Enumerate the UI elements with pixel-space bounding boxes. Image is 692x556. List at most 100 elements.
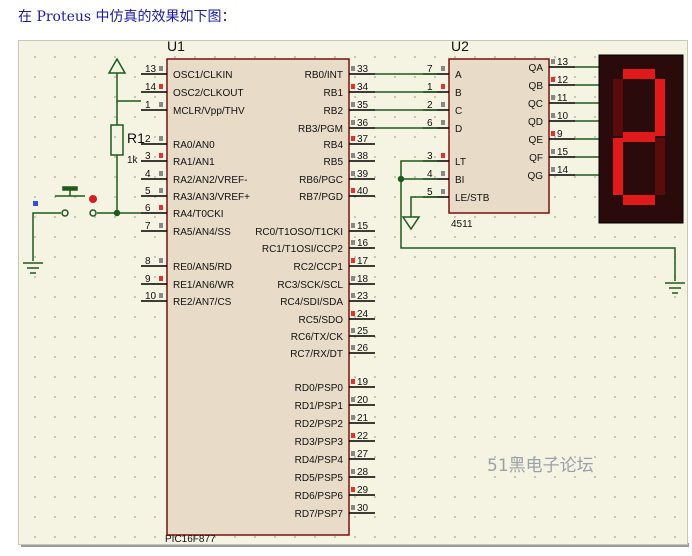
u1-pin-state: [351, 328, 355, 333]
u1-pin-state: [351, 311, 355, 316]
u1-pin-number: 35: [357, 100, 369, 111]
u1-pin-name: RE0/AN5/RD: [173, 262, 232, 273]
u2-pin-number: 6: [427, 118, 433, 129]
u1-pin-name: RC4/SDI/SDA: [280, 297, 343, 308]
u1-pin-name: RD5/PSP5: [295, 473, 344, 484]
u1-pin-state: [159, 276, 163, 281]
u2-pin-name: QA: [529, 63, 544, 74]
u1-pin-name: RD7/PSP7: [295, 509, 344, 520]
u1-pin-name: RA0/AN0: [173, 140, 215, 151]
segment-c: [655, 138, 665, 195]
u1-pin-state: [159, 84, 163, 89]
power-symbol: [107, 57, 127, 74]
u1-pin-number: 22: [357, 431, 369, 442]
segment-g: [623, 132, 655, 142]
u1-pin-number: 17: [357, 256, 369, 267]
u1-pin-state: [351, 469, 355, 474]
u2-pin-name: LE/STB: [455, 193, 490, 204]
u1-pin-state: [159, 102, 163, 107]
u2-pin-state: [441, 66, 445, 71]
u2-pin-number: 2: [427, 100, 433, 111]
u2-body[interactable]: [448, 58, 550, 214]
u2-pin-number: 1: [427, 82, 433, 93]
u2-pin-name: D: [455, 124, 462, 135]
u1-pin-name: RA4/T0CKI: [173, 209, 224, 220]
schematic-svg: U1 PIC16F877 U2 4511 13OSC1/CLKIN14OSC2/…: [19, 41, 685, 544]
u1-pin-name: OSC1/CLKIN: [173, 70, 232, 81]
u1-pin-number: 7: [145, 221, 151, 232]
u1-pin-state: [351, 415, 355, 420]
u1-pin-state: [351, 188, 355, 193]
u1-pin-number: 8: [145, 256, 151, 267]
u1-pin-state: [159, 171, 163, 176]
u1-pin-state: [351, 171, 355, 176]
u1-pin-name: RE2/AN7/CS: [173, 297, 232, 308]
u2-pin-number: 9: [557, 129, 563, 140]
u1-pin-number: 18: [357, 274, 369, 285]
u2-pin-state: [441, 84, 445, 89]
u1-pin-number: 30: [357, 503, 369, 514]
u2-part: 4511: [451, 219, 473, 230]
push-button-switch[interactable]: [55, 186, 97, 217]
u1-pin-name: RC1/T1OSI/CCP2: [262, 244, 344, 255]
u2-pin-state: [551, 113, 555, 118]
u1-pin-number: 23: [357, 291, 369, 302]
u1-pin-state: [159, 188, 163, 193]
u1-ref: U1: [167, 41, 185, 54]
u1-pin-number: 36: [357, 118, 369, 129]
u1-pin-number: 37: [357, 134, 369, 145]
u2-pin-state: [441, 153, 445, 158]
u1-pin-number: 26: [357, 343, 369, 354]
r1-ref: R1: [127, 130, 145, 146]
u1-pin-state: [351, 120, 355, 125]
u1-pin-state: [159, 293, 163, 298]
u2-ref: U2: [451, 41, 469, 54]
u2-pin-name: QD: [528, 117, 543, 128]
u2-pin-number: 5: [427, 187, 433, 198]
u2-pin-number: 10: [557, 111, 569, 122]
u1-pin-state: [159, 136, 163, 141]
segment-d: [623, 195, 655, 205]
u2-pin-number: 3: [427, 151, 433, 162]
u1-pin-number: 3: [145, 151, 151, 162]
u2-pin-name: B: [455, 88, 462, 99]
u1-pin-state: [351, 223, 355, 228]
u1-pin-number: 20: [357, 395, 369, 406]
display-segments: [613, 69, 665, 205]
u1-pin-state: [351, 276, 355, 281]
u1-pin-state: [159, 66, 163, 71]
u1-pin-number: 39: [357, 169, 369, 180]
u1-pin-number: 9: [145, 274, 151, 285]
u1-pin-name: RA5/AN4/SS: [173, 227, 231, 238]
u1-pin-state: [351, 379, 355, 384]
u1-pin-name: RA2/AN2/VREF-: [173, 175, 247, 186]
u1-pin-name: RC6/TX/CK: [291, 332, 344, 343]
u1-pin-number: 19: [357, 377, 369, 388]
u2-pin-state: [551, 59, 555, 64]
u2-pin-number: 11: [557, 93, 568, 104]
u1-right-pins: 33RB0/INT34RB135RB236RB3/PGM37RB438RB539…: [255, 64, 375, 520]
u1-pin-name: RD1/PSP1: [295, 401, 344, 412]
u2-pin-number: 13: [557, 57, 569, 68]
u1-pin-number: 10: [145, 291, 157, 302]
u1-pin-number: 16: [357, 238, 369, 249]
u1-body[interactable]: [166, 58, 350, 536]
display-digit-value: 2: [19, 41, 20, 42]
u1-pin-number: 27: [357, 449, 369, 460]
ground-symbol-right: [665, 282, 685, 294]
u1-pin-name: RC0/T1OSO/T1CKI: [255, 227, 343, 238]
u1-pin-number: 38: [357, 151, 369, 162]
bus-wires: [32, 66, 676, 281]
u2-pin-state: [551, 95, 555, 100]
u1-pin-number: 21: [357, 413, 369, 424]
u1-pin-name: RB6/PGC: [299, 175, 343, 186]
resistor-r1[interactable]: [110, 124, 124, 156]
u2-pin-state: [551, 77, 555, 82]
u1-pin-state: [159, 153, 163, 158]
u1-pin-number: 33: [357, 64, 369, 75]
u1-pin-name: RB2: [324, 106, 344, 117]
segment-e: [613, 138, 623, 195]
u2-pin-state: [441, 102, 445, 107]
